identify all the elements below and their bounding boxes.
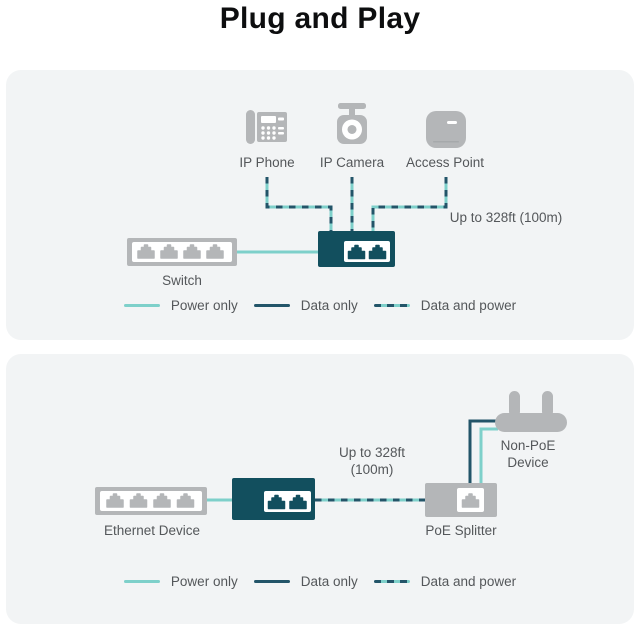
- power-only-line-to-non-poe-device: [479, 427, 498, 484]
- legend-bottom: Power only Data only Data and power: [6, 574, 634, 589]
- poe-splitter-label: PoE Splitter: [425, 523, 497, 538]
- poe-injector-device: [232, 478, 315, 520]
- switch-label: Switch: [162, 273, 202, 288]
- legend-item-data-only: Data only: [253, 298, 358, 313]
- power-only-label: Power only: [170, 298, 238, 313]
- access-point-icon: [424, 110, 468, 150]
- data-and-power-swatch: [373, 580, 410, 583]
- bottom-diagram-panel: Ethernet Device PoE Splitter Non-PoE Dev…: [6, 354, 634, 624]
- poe-switch-device: [318, 231, 395, 267]
- data-only-swatch: [253, 304, 290, 307]
- legend-item-data-and-power: Data and power: [373, 574, 517, 589]
- distance-label-bottom: Up to 328ft (100m): [302, 444, 442, 478]
- top-diagram-panel: IP Phone IP Camera Access Point Switch U…: [6, 70, 634, 340]
- distance-line1: Up to 328ft: [338, 445, 406, 460]
- distance-label: Up to 328ft (100m): [449, 210, 563, 225]
- bottom-panel-connection-lines: [207, 419, 498, 502]
- top-panel-connection-lines: [237, 177, 448, 254]
- non-poe-device-label-line2: Device: [507, 455, 549, 470]
- legend-item-data-and-power: Data and power: [373, 298, 517, 313]
- non-poe-device-icon: [495, 389, 567, 435]
- legend-item-data-only: Data only: [253, 574, 358, 589]
- data-and-power-swatch: [373, 304, 410, 307]
- non-poe-device-label: Non-PoE Device: [478, 437, 578, 471]
- page-title: Plug and Play: [219, 2, 421, 35]
- ip-phone-label: IP Phone: [239, 155, 295, 170]
- data-only-label: Data only: [300, 574, 358, 589]
- poe-splitter-device: [425, 483, 497, 517]
- ip-camera-icon: [330, 102, 374, 150]
- data-only-line-to-non-poe-device: [468, 419, 498, 484]
- power-only-swatch: [123, 304, 160, 307]
- ethernet-device-label: Ethernet Device: [103, 523, 201, 538]
- power-only-label: Power only: [170, 574, 238, 589]
- data-only-swatch: [253, 580, 290, 583]
- power-only-swatch: [123, 580, 160, 583]
- data-and-power-line-ip-phone: [265, 177, 333, 231]
- legend-item-power-only: Power only: [123, 574, 238, 589]
- distance-line2: (100m): [350, 462, 394, 477]
- data-and-power-label: Data and power: [420, 298, 517, 313]
- non-poe-device-label-line1: Non-PoE: [500, 438, 556, 453]
- data-only-label: Data only: [300, 298, 358, 313]
- ethernet-device: [95, 487, 207, 515]
- legend: Power only Data only Data and power: [6, 298, 634, 313]
- ip-phone-icon: [245, 106, 289, 152]
- data-and-power-label: Data and power: [420, 574, 517, 589]
- data-and-power-line-access-point: [371, 177, 448, 231]
- ip-camera-label: IP Camera: [319, 155, 385, 170]
- switch-device: [127, 238, 237, 266]
- legend-item-power-only: Power only: [123, 298, 238, 313]
- access-point-label: Access Point: [405, 155, 485, 170]
